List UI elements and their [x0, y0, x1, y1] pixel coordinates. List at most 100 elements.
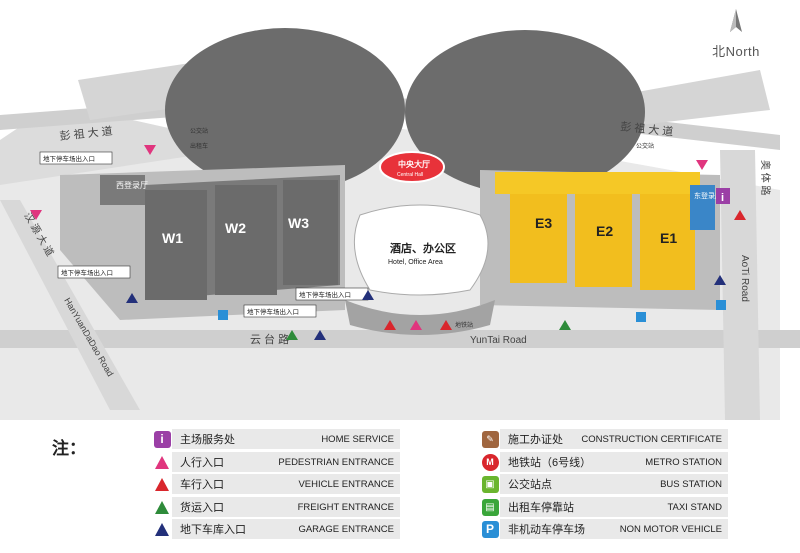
central-hall[interactable] [379, 151, 445, 183]
taxi-icon: ▤ [481, 498, 499, 516]
metro-icon: M [481, 453, 499, 471]
aoti-road [720, 150, 760, 420]
w2-label: W2 [225, 220, 246, 236]
east-hall-label: 东登录厅 [694, 191, 722, 200]
e3-label: E3 [535, 215, 552, 231]
construction-icon: ✎ [481, 430, 499, 448]
legend-cn: 施工办证处 [508, 434, 563, 446]
legend-cn: 主场服务处 [180, 434, 235, 446]
garage-label-1: 地下停车场出入口 [43, 154, 95, 163]
legend-cn: 地下车库入口 [180, 524, 246, 536]
garage-triangle-icon [155, 522, 169, 536]
aoti-road-en-label: AoTi Road [739, 255, 750, 302]
pedestrian-triangle-icon [155, 455, 169, 469]
legend-item-metro: M 地铁站（6号线） METRO STATION [480, 452, 728, 472]
pedestrian-entrance-marker [696, 160, 708, 170]
legend-en: FREIGHT ENTRANCE [297, 501, 394, 513]
legend-item-pedestrian: 人行入口 PEDESTRIAN ENTRANCE [152, 452, 400, 472]
garage-label-2: 地下停车场出入口 [61, 268, 113, 277]
central-hall-en-label: Central Hall [397, 172, 423, 178]
hall-w1[interactable] [145, 190, 207, 300]
garage-entrance-marker [362, 290, 374, 300]
info-marker [716, 188, 730, 204]
east-halls [495, 172, 715, 290]
vehicle-entrance-marker [440, 320, 452, 330]
aoti-road-cn-label: 奥 体 路 [759, 160, 772, 196]
hall-w2[interactable] [215, 185, 277, 295]
legend-title: 注： [52, 439, 86, 458]
north-indicator: 北North [704, 8, 768, 60]
hotel-en-label: Hotel, Office Area [388, 259, 443, 266]
pedestrian-entrance-marker [410, 320, 422, 330]
garage-label-3: 地下停车场出入口 [299, 290, 351, 299]
hanyuan-road [0, 200, 140, 410]
yuntai-road-cn-label: 云 台 路 [250, 332, 289, 346]
legend-en: BUS STATION [660, 478, 722, 490]
info-icon: i [153, 430, 171, 448]
legend-en: HOME SERVICE [321, 433, 394, 445]
svg-text:i: i [721, 192, 724, 204]
bus-icon: ▣ [481, 475, 499, 493]
yuntai-road-en-label: YunTai Road [470, 335, 527, 346]
pedestrian-entrance-marker [144, 145, 156, 155]
parking-marker [218, 310, 228, 320]
west-halls [100, 175, 340, 300]
hall-e2[interactable] [575, 182, 632, 287]
vehicle-entrance-marker [734, 210, 746, 220]
hotel-cn-label: 酒店、办公区 [390, 241, 456, 255]
bus-station-west-label: 公交站 [190, 127, 208, 135]
west-hall-label: 西登录厅 [116, 180, 148, 190]
parking-icon: P [481, 520, 499, 538]
parking-marker [636, 312, 646, 322]
yuntai-road [0, 330, 800, 348]
garage-entrance-marker [314, 330, 326, 340]
parking-marker [716, 300, 726, 310]
taxi-west-label: 出租车 [190, 142, 208, 150]
legend-item-vehicle: 车行入口 VEHICLE ENTRANCE [152, 474, 400, 494]
legend-cn: 出租车停靠站 [508, 502, 574, 514]
freight-entrance-marker [559, 320, 571, 330]
legend-cn: 车行入口 [180, 479, 224, 491]
legend-cn: 公交站点 [508, 479, 552, 491]
legend-cn: 地铁站（6号线） [508, 457, 592, 469]
north-plaza-west [165, 28, 405, 192]
w1-label: W1 [162, 230, 183, 246]
legend-en: CONSTRUCTION CERTIFICATE [581, 433, 722, 445]
legend-item-taxi: ▤ 出租车停靠站 TAXI STAND [480, 497, 728, 517]
legend-en: METRO STATION [645, 456, 722, 468]
w3-label: W3 [288, 215, 309, 231]
legend-en: GARAGE ENTRANCE [298, 523, 394, 535]
hall-e1[interactable] [640, 185, 695, 290]
venue-map: 彭 祖 大 道 彭 祖 大 道 云 台 路 YunTai Road 奥 体 路 … [0, 28, 800, 420]
freight-triangle-icon [155, 500, 169, 514]
garage-label-4: 地下停车场出入口 [247, 307, 299, 316]
north-label: 北North [712, 44, 760, 59]
legend-item-parking: P 非机动车停车场 NON MOTOR VEHICLE [480, 519, 728, 539]
legend-cn: 人行入口 [180, 457, 224, 469]
legend-item-home-service: i 主场服务处 HOME SERVICE [152, 429, 400, 449]
legend-item-freight: 货运入口 FREIGHT ENTRANCE [152, 497, 400, 517]
legend-en: VEHICLE ENTRANCE [298, 478, 394, 490]
vehicle-entrance-marker [384, 320, 396, 330]
legend-item-bus: ▣ 公交站点 BUS STATION [480, 474, 728, 494]
east-hall-lobby[interactable] [690, 185, 715, 230]
north-plaza-east [405, 30, 645, 194]
garage-entrance-marker [126, 293, 138, 303]
hall-e3[interactable] [510, 178, 567, 283]
pedestrian-entrance-marker [30, 210, 42, 220]
hotel-office-area[interactable] [353, 204, 489, 296]
metro-label: 地铁站 [455, 321, 473, 329]
e1-label: E1 [660, 230, 677, 246]
bus-station-east-label: 公交站 [636, 142, 654, 150]
hall-w3[interactable] [283, 180, 338, 285]
legend-item-garage: 地下车库入口 GARAGE ENTRANCE [152, 519, 400, 539]
legend-item-construction: ✎ 施工办证处 CONSTRUCTION CERTIFICATE [480, 429, 728, 449]
garage-entrance-marker [714, 275, 726, 285]
legend-cn: 非机动车停车场 [508, 524, 585, 536]
legend-en: NON MOTOR VEHICLE [619, 523, 722, 535]
central-hall-cn-label: 中央大厅 [398, 159, 430, 169]
legend-cn: 货运入口 [180, 502, 224, 514]
vehicle-triangle-icon [155, 477, 169, 491]
legend-en: PEDESTRIAN ENTRANCE [278, 456, 394, 468]
north-arrow-icon [730, 9, 742, 32]
